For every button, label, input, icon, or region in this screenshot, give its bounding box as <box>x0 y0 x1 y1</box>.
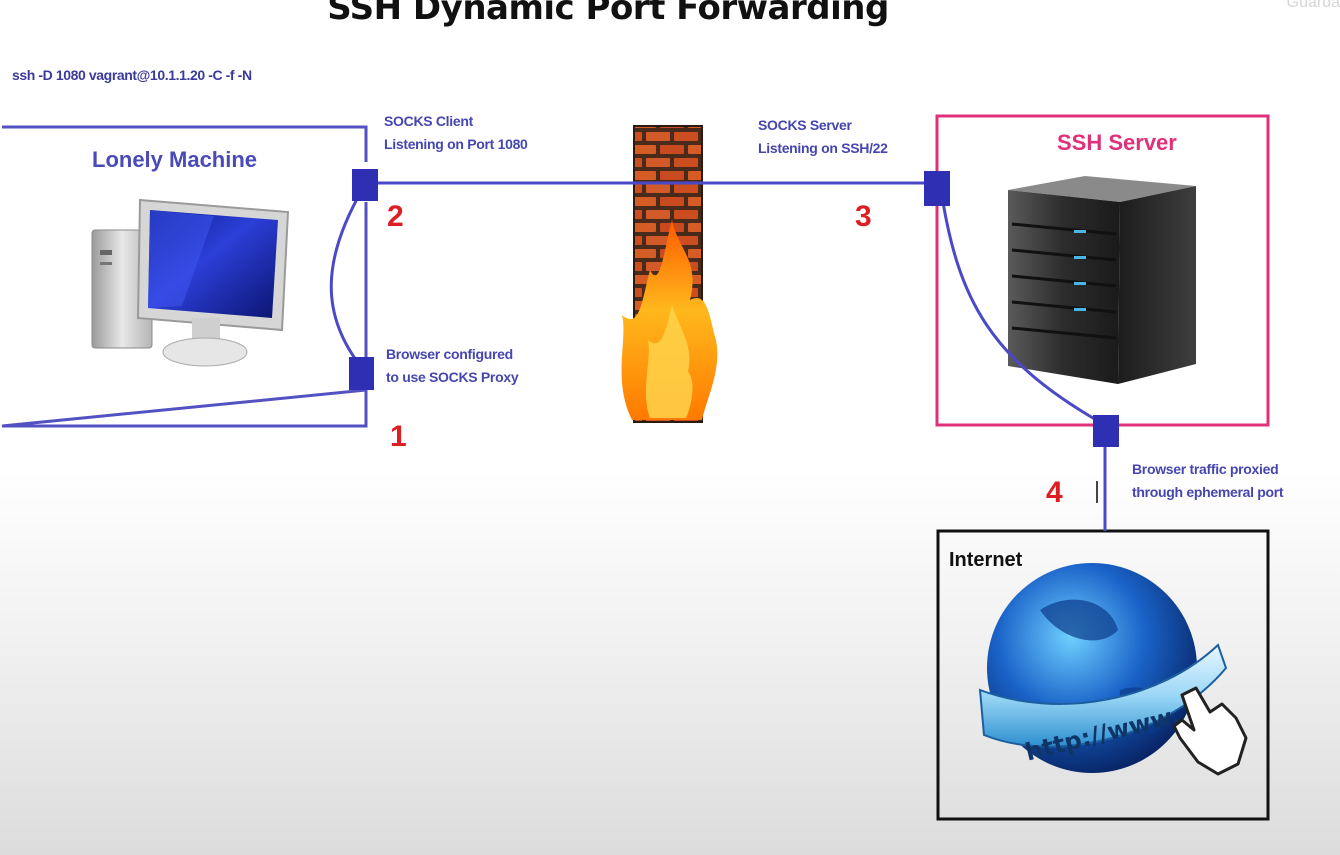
watermark: Guarda <box>1286 0 1340 11</box>
connection-lines <box>329 181 1107 531</box>
text-cursor-icon <box>1096 481 1098 503</box>
globe-icon: http://www. <box>978 563 1228 773</box>
firewall-icon <box>621 125 718 423</box>
step-number-2: 2 <box>387 200 404 233</box>
socks-server-port <box>924 171 950 206</box>
step-number-1: 1 <box>390 420 407 453</box>
page-title: SSH Dynamic Port Forwarding <box>327 0 889 28</box>
lonely-machine-title: Lonely Machine <box>92 147 258 172</box>
socks-client-port <box>352 169 378 201</box>
ssh-server-title: SSH Server <box>1057 130 1177 155</box>
browser-label: Browser configured to use SOCKS Proxy <box>386 346 519 385</box>
server-icon <box>1008 176 1196 384</box>
step-number-3: 3 <box>855 200 872 233</box>
ephemeral-port <box>1093 415 1119 447</box>
server-to-port-line <box>939 189 1106 427</box>
browser-to-socks-line <box>329 189 364 369</box>
hand-cursor-icon <box>1172 686 1248 776</box>
socks-client-label: SOCKS Client Listening on Port 1080 <box>384 113 528 152</box>
internet-box <box>936 529 1270 821</box>
computer-icon <box>91 198 290 367</box>
step-number-4: 4 <box>1046 476 1063 509</box>
socks-server-label: SOCKS Server Listening on SSH/22 <box>758 117 888 156</box>
lonely-machine-box <box>1 125 368 428</box>
browser-port <box>349 357 374 390</box>
ssh-command: ssh -D 1080 vagrant@10.1.1.20 -C -f -N <box>12 67 252 83</box>
internet-title: Internet <box>949 549 1023 571</box>
traffic-label: Browser traffic proxied through ephemera… <box>1132 461 1284 500</box>
port-nodes <box>349 169 1119 447</box>
